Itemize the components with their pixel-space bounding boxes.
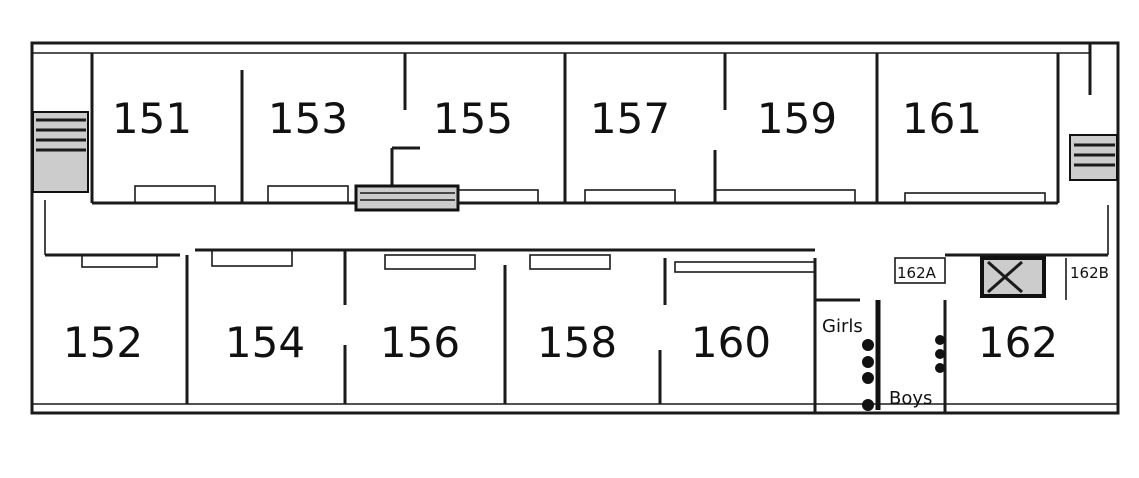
boys-restroom-label: Boys (889, 388, 932, 409)
room-157-label: 157 (590, 94, 670, 143)
room-156-label: 156 (380, 318, 460, 367)
room-151-label: 151 (112, 94, 192, 143)
stairs-left-icon (32, 111, 89, 193)
room-155-label: 155 (433, 94, 513, 143)
girls-restroom-label: Girls (822, 316, 863, 337)
room-159-label: 159 (757, 94, 837, 143)
corridor-walls (44, 200, 1109, 257)
room-152-label: 152 (63, 318, 143, 367)
room-158-label: 158 (537, 318, 617, 367)
room-153-label: 153 (268, 94, 348, 143)
room-154-label: 154 (225, 318, 305, 367)
room-161-label: 161 (902, 94, 982, 143)
room-162a-label: 162A (897, 264, 937, 282)
outer-walls (30, 41, 1120, 415)
room-162-label: 162 (978, 318, 1058, 367)
room-160-label: 160 (691, 318, 771, 367)
top-room-walls (90, 53, 1060, 212)
stairs-right-icon (1069, 134, 1118, 181)
room-162b-label: 162B (1070, 264, 1109, 282)
bottom-room-walls (81, 249, 1108, 413)
